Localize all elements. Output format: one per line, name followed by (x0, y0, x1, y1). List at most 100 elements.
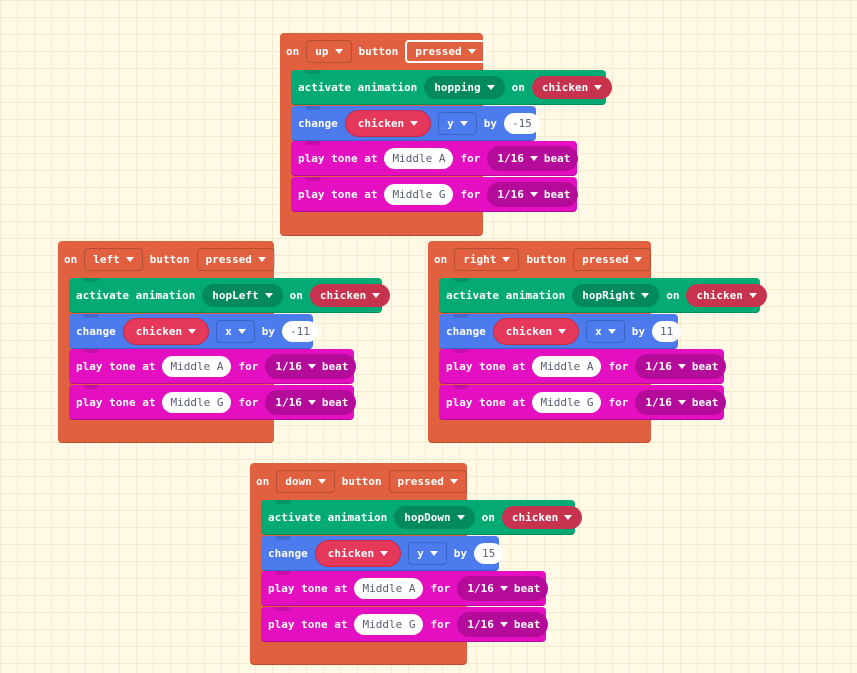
change-amount-input[interactable]: -11 (281, 320, 318, 342)
axis-dropdown[interactable]: y (408, 541, 447, 565)
button-dropdown[interactable]: up (306, 39, 352, 63)
event-header: on right button pressed (428, 243, 652, 275)
note-input[interactable]: Middle G (354, 613, 424, 635)
change-amount-input[interactable]: 11 (651, 320, 682, 342)
on-left-button-pressed-block[interactable]: on left button pressed activate animatio… (58, 241, 391, 442)
change-sprite-block[interactable]: change chicken y by -15 (291, 106, 540, 141)
animation-value: hopDown (404, 510, 451, 524)
sprite-value: chicken (511, 510, 559, 524)
duration-value: 1/16 (645, 359, 672, 373)
block-notch (275, 500, 291, 504)
activate-animation-block[interactable]: activate animation hopRight on chicken (439, 278, 767, 313)
duration-dropdown[interactable]: 1/16 beat (635, 353, 727, 379)
note-input[interactable]: Middle A (532, 355, 602, 377)
sprite-dropdown[interactable]: chicken (122, 317, 210, 345)
change-sprite-block[interactable]: change chicken x by 11 (439, 314, 682, 349)
button-label: button (526, 252, 567, 266)
event-dropdown[interactable]: pressed (405, 39, 486, 63)
change-sprite-block[interactable]: change chicken x by -11 (69, 314, 318, 349)
sprite-dropdown[interactable]: chicken (492, 317, 580, 345)
duration-value: 1/16 (275, 359, 302, 373)
event-dropdown[interactable]: pressed (196, 247, 275, 271)
for-label: for (430, 581, 451, 595)
axis-dropdown[interactable]: y (438, 111, 477, 135)
dropdown-caret-icon (499, 621, 508, 627)
event-dropdown[interactable]: pressed (388, 469, 467, 493)
sprite-dropdown[interactable]: chicken (314, 539, 402, 567)
by-label: by (483, 116, 497, 130)
button-dropdown[interactable]: down (276, 469, 335, 493)
duration-value: 1/16 (497, 151, 524, 165)
block-notch (275, 571, 291, 575)
play-tone-label: play tone at (76, 395, 156, 409)
beat-label: beat (321, 359, 349, 373)
by-label: by (453, 546, 467, 560)
activate-animation-block[interactable]: activate animation hopping on chicken (291, 70, 613, 105)
on-up-button-pressed-block[interactable]: on up button pressed activate animation … (280, 33, 613, 235)
on-label: on (64, 252, 78, 266)
dropdown-caret-icon (334, 48, 343, 54)
activate-animation-block[interactable]: activate animation hopDown on chicken (261, 500, 583, 535)
change-sprite-block[interactable]: change chicken y by 15 (261, 536, 504, 571)
beat-label: beat (691, 359, 719, 373)
note-input[interactable]: Middle G (384, 183, 454, 205)
button-dropdown[interactable]: right (454, 247, 520, 271)
sprite-value: chicken (357, 116, 405, 130)
dropdown-caret-icon (564, 514, 573, 520)
sprite-value: chicken (135, 324, 183, 338)
animation-dropdown[interactable]: hopRight (572, 283, 660, 307)
animation-target-dropdown[interactable]: chicken (309, 283, 391, 307)
animation-target-dropdown[interactable]: chicken (531, 75, 613, 99)
dropdown-caret-icon (529, 191, 538, 197)
on-right-button-pressed-block[interactable]: on right button pressed activate animati… (428, 241, 767, 442)
on-label: on (511, 80, 525, 94)
axis-dropdown[interactable]: x (586, 319, 625, 343)
note-input[interactable]: Middle G (532, 391, 602, 413)
note-input[interactable]: Middle A (354, 577, 424, 599)
play-tone-label: play tone at (446, 395, 526, 409)
activate-animation-block[interactable]: activate animation hopLeft on chicken (69, 278, 391, 313)
dropdown-caret-icon (429, 550, 438, 556)
animation-target-dropdown[interactable]: chicken (686, 283, 767, 307)
duration-value: 1/16 (467, 617, 494, 631)
animation-target-dropdown[interactable]: chicken (501, 505, 583, 529)
animation-dropdown[interactable]: hopDown (394, 505, 475, 529)
animation-dropdown[interactable]: hopping (424, 75, 505, 99)
note-input[interactable]: Middle A (162, 355, 232, 377)
block-notch (453, 349, 469, 353)
axis-dropdown[interactable]: x (216, 319, 255, 343)
block-notch (305, 141, 321, 145)
event-dropdown[interactable]: pressed (573, 247, 652, 271)
duration-dropdown[interactable]: 1/16 beat (265, 353, 357, 379)
on-label: on (666, 288, 680, 302)
change-amount-input[interactable]: -15 (503, 112, 540, 134)
event-value: pressed (205, 252, 252, 266)
note-input[interactable]: Middle A (384, 147, 454, 169)
dropdown-caret-icon (264, 292, 273, 298)
change-amount-input[interactable]: 15 (473, 542, 504, 564)
animation-dropdown[interactable]: hopLeft (202, 283, 283, 307)
on-label: on (286, 44, 300, 58)
block-notch (275, 536, 291, 540)
note-input[interactable]: Middle G (162, 391, 232, 413)
activate-animation-label: activate animation (298, 80, 418, 94)
dropdown-caret-icon (502, 256, 511, 262)
on-down-button-pressed-block[interactable]: on down button pressed activate animatio… (250, 463, 583, 664)
sprite-dropdown[interactable]: chicken (344, 109, 432, 137)
block-notch (305, 106, 321, 110)
button-dropdown[interactable]: left (84, 247, 143, 271)
